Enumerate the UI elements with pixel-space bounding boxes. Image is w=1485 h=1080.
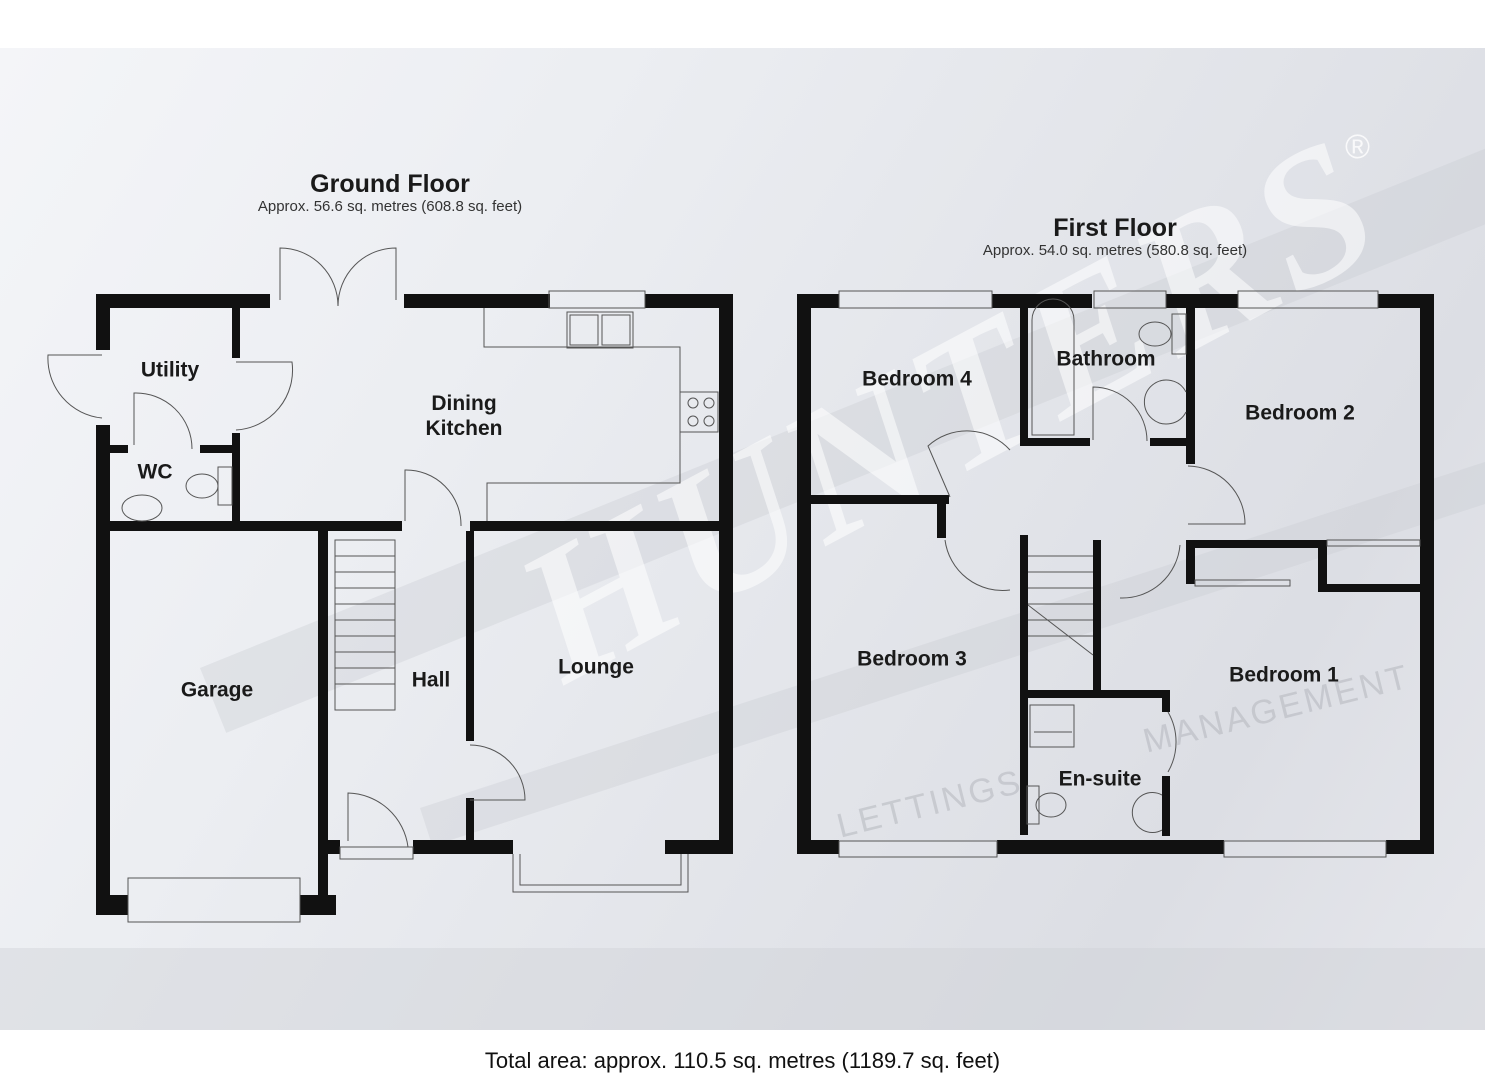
ground-floor-area: Approx. 56.6 sq. metres (608.8 sq. feet) <box>257 198 523 215</box>
first-floor-walls <box>797 294 1434 854</box>
dining-kitchen-line1: Dining <box>431 392 497 415</box>
registered-mark: ® <box>1345 128 1371 166</box>
dining-kitchen-line2: Kitchen <box>425 417 503 440</box>
ground-floor-heading: Ground Floor Approx. 56.6 sq. metres (60… <box>230 170 550 216</box>
first-floor-heading: First Floor Approx. 54.0 sq. metres (580… <box>950 214 1280 260</box>
first-floor-fixtures <box>838 290 1421 858</box>
first-floor-area: Approx. 54.0 sq. metres (580.8 sq. feet) <box>982 242 1248 259</box>
room-label-bathroom: Bathroom <box>1056 347 1156 371</box>
room-label-dining-kitchen: Dining Kitchen <box>425 391 502 441</box>
first-floor-title: First Floor <box>1053 214 1177 242</box>
room-label-hall: Hall <box>411 668 451 692</box>
background-photo <box>0 48 1485 1030</box>
room-label-bedroom-2: Bedroom 2 <box>1245 401 1355 425</box>
room-label-bedroom-3: Bedroom 3 <box>857 647 967 671</box>
room-label-bedroom-4: Bedroom 4 <box>862 367 972 391</box>
ground-floor-fixtures <box>47 247 719 923</box>
ground-floor-walls <box>96 294 733 915</box>
room-label-lounge: Lounge <box>558 655 634 679</box>
room-label-en-suite: En-suite <box>1058 767 1142 791</box>
room-label-wc: WC <box>137 460 173 484</box>
background-band <box>0 948 1485 1030</box>
room-label-garage: Garage <box>180 678 254 702</box>
room-label-bedroom-1: Bedroom 1 <box>1229 663 1339 687</box>
ground-floor-title: Ground Floor <box>310 170 470 198</box>
room-label-utility: Utility <box>140 358 200 382</box>
total-area: Total area: approx. 110.5 sq. metres (11… <box>484 1048 1001 1073</box>
